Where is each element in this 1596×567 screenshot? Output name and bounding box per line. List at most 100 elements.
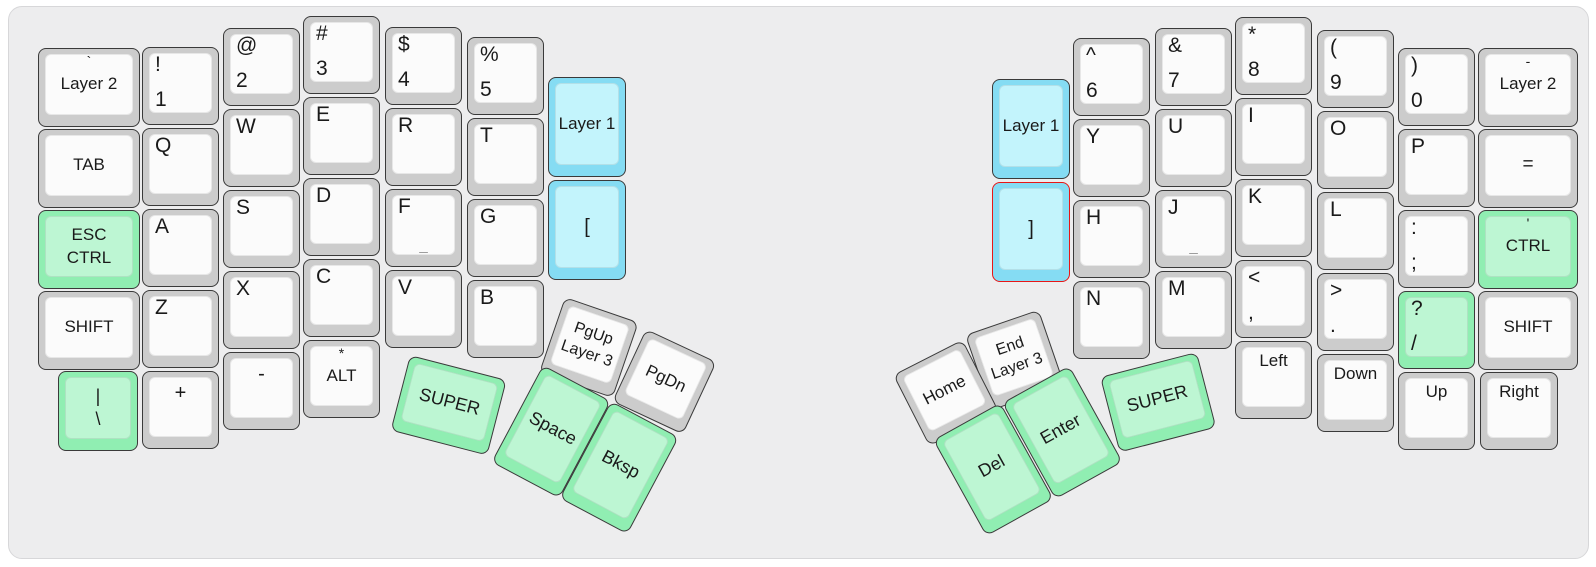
key-legend-top-left: U (1168, 115, 1184, 138)
key-legend-top-left: H (1086, 206, 1102, 229)
key-n[interactable]: N (1073, 281, 1150, 359)
key-8[interactable]: *8 (1235, 17, 1312, 95)
key-w[interactable]: W (223, 109, 300, 187)
keycap-surface: - (230, 358, 293, 418)
key-arrow-up[interactable]: Up (1398, 372, 1475, 450)
key-slash[interactable]: ?/ (1398, 291, 1475, 369)
key-p[interactable]: P (1398, 129, 1475, 207)
key-left-bracket[interactable]: [ (548, 180, 626, 280)
key-j[interactable]: J_ (1155, 190, 1232, 268)
key-q[interactable]: Q (142, 128, 219, 206)
key-legend-top-left: : (1411, 216, 1417, 239)
key-4[interactable]: $4 (385, 27, 462, 105)
key-f[interactable]: F_ (385, 189, 462, 267)
keycap-surface: TAB (45, 135, 133, 196)
key-t[interactable]: T (467, 118, 544, 196)
key-legend-center: Layer 1 (1002, 115, 1060, 135)
key-i[interactable]: I (1235, 98, 1312, 176)
key-legend-top-left: C (316, 265, 332, 288)
key-e[interactable]: E (303, 97, 380, 175)
key-legend-top: ' (1526, 215, 1530, 231)
key-layer2-right[interactable]: -Layer 2 (1478, 48, 1578, 127)
key-layer1-left[interactable]: Layer 1 (548, 77, 626, 177)
key-z[interactable]: Z (142, 290, 219, 368)
key-legend-top-left: A (155, 215, 170, 238)
key-1[interactable]: !1 (142, 47, 219, 125)
key-3[interactable]: #3 (303, 16, 380, 94)
key-2[interactable]: @2 (223, 28, 300, 106)
key-comma[interactable]: <, (1235, 260, 1312, 338)
keycap-surface: *ALT (310, 345, 373, 406)
key-pipe-backslash[interactable]: | \ (58, 371, 138, 451)
keycap-surface: A (149, 215, 212, 275)
keycap-surface: ] (999, 188, 1063, 270)
key-right-bracket[interactable]: ] (992, 182, 1070, 282)
key-0[interactable]: )0 (1398, 48, 1475, 126)
key-legend-center: SUPER (1124, 381, 1190, 417)
key-h[interactable]: H (1073, 200, 1150, 278)
key-layer2-left[interactable]: `Layer 2 (38, 48, 140, 127)
keycap-surface: !1 (149, 53, 212, 113)
key-tab[interactable]: TAB (38, 129, 140, 208)
key-o[interactable]: O (1317, 111, 1394, 189)
keycap-surface: E (310, 103, 373, 163)
key-shift-right[interactable]: SHIFT (1478, 291, 1578, 370)
key-layer1-right[interactable]: Layer 1 (992, 79, 1070, 179)
key-m[interactable]: M (1155, 271, 1232, 349)
key-legend-top-center: Left (1259, 351, 1288, 370)
keycap-surface: &7 (1162, 34, 1225, 94)
key-v[interactable]: V (385, 270, 462, 348)
key-legend-top: * (338, 345, 345, 361)
key-legend-top-left: % (480, 43, 499, 66)
key-legend-center: SHIFT (64, 317, 114, 337)
key-legend-bottom-left: 5 (480, 77, 492, 101)
key-arrow-right[interactable]: Right (1480, 372, 1558, 450)
key-5[interactable]: %5 (467, 37, 544, 115)
key-shift-left[interactable]: SHIFT (38, 291, 140, 370)
keycap-surface: `Layer 2 (45, 53, 133, 115)
key-legend-top: ` (86, 53, 92, 69)
keycap-surface: = (1485, 135, 1571, 196)
keycap-surface: [ (555, 186, 619, 268)
key-legend-top-left: ? (1411, 297, 1423, 320)
key-g[interactable]: G (467, 199, 544, 277)
key-legend-top-left: ^ (1086, 44, 1096, 67)
key-legend-top-left: E (316, 103, 331, 126)
key-k[interactable]: K (1235, 179, 1312, 257)
key-b[interactable]: B (467, 280, 544, 358)
key-d[interactable]: D (303, 178, 380, 256)
key-plus[interactable]: + (142, 371, 219, 449)
key-c[interactable]: C (303, 259, 380, 337)
key-arrow-down[interactable]: Down (1317, 354, 1394, 432)
keycap-surface: Up (1405, 378, 1468, 438)
key-legend-bottom-left: . (1330, 313, 1336, 337)
key-minus[interactable]: - (223, 352, 300, 430)
key-x[interactable]: X (223, 271, 300, 349)
keycap-surface: $4 (392, 33, 455, 93)
key-esc-ctrl[interactable]: ESC CTRL (38, 210, 140, 289)
key-legend-center: = (1522, 154, 1534, 176)
key-r[interactable]: R (385, 108, 462, 186)
key-u[interactable]: U (1155, 109, 1232, 187)
keycap-surface: Layer 1 (999, 85, 1063, 167)
key-legend-top-left: Y (1086, 125, 1101, 148)
key-6[interactable]: ^6 (1073, 38, 1150, 116)
key-semicolon[interactable]: :; (1398, 210, 1475, 288)
keycap-surface: U (1162, 115, 1225, 175)
keycap-surface: D (310, 184, 373, 244)
keycap-surface: K (1242, 185, 1305, 245)
key-quote-ctrl[interactable]: 'CTRL (1478, 210, 1578, 289)
key-y[interactable]: Y (1073, 119, 1150, 197)
key-7[interactable]: &7 (1155, 28, 1232, 106)
key-period[interactable]: >. (1317, 273, 1394, 351)
key-equals[interactable]: = (1478, 129, 1578, 208)
key-legend-top-left: * (1248, 23, 1257, 46)
key-arrow-left[interactable]: Left (1235, 341, 1312, 419)
key-a[interactable]: A (142, 209, 219, 287)
keycap-surface: -Layer 2 (1485, 53, 1571, 115)
key-legend-bottom-left: 1 (155, 87, 167, 111)
key-l[interactable]: L (1317, 192, 1394, 270)
key-alt[interactable]: *ALT (303, 340, 380, 418)
key-s[interactable]: S (223, 190, 300, 268)
key-9[interactable]: (9 (1317, 30, 1394, 108)
